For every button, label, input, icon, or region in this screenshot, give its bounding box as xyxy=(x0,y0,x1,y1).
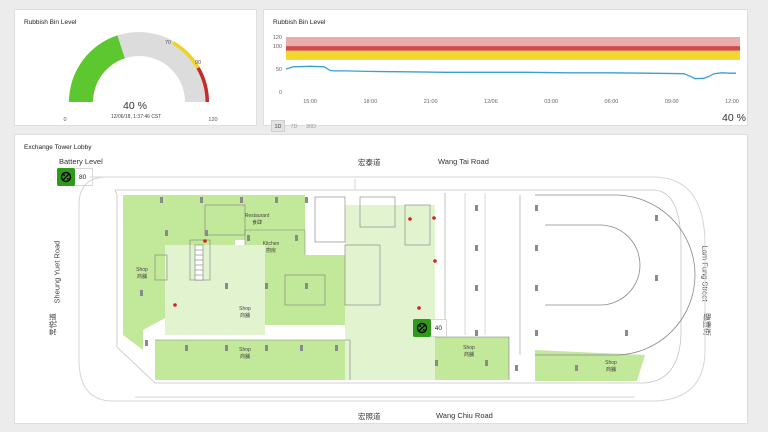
sensor-dot xyxy=(408,217,412,221)
gauge-fill xyxy=(69,35,125,102)
band-fade xyxy=(286,37,740,47)
sensor-dot xyxy=(173,303,177,307)
gauge-alarm-label: 90 xyxy=(195,60,201,66)
battery-value: 80 xyxy=(79,173,87,181)
floor-plan: Restaurant 食肆 Kitchen 廚房 Shop 商舖 Shop 商舖… xyxy=(78,176,706,402)
x-tick-label: 21:00 xyxy=(424,99,438,105)
sensor-dot xyxy=(417,306,421,310)
x-tick-label: 03:00 xyxy=(544,99,558,105)
bin-sensor-badge[interactable]: 40 xyxy=(413,318,447,337)
trend-panel: Rubbish Bin Level 120 100 50 0 15:00 18:00 21:… xyxy=(263,9,748,132)
gauge-timestamp: 12/06/18, 1:37:46 CST xyxy=(111,114,162,120)
zone-south-strip xyxy=(155,340,350,380)
x-tick-label: 18:00 xyxy=(363,99,377,105)
rotunda xyxy=(535,194,696,356)
gauge-panel-title: Rubbish Bin Level xyxy=(24,19,77,26)
bin-sensor-icon xyxy=(413,318,431,337)
room-label-shop-se: Shop xyxy=(463,345,475,351)
road-north-cn: 宏泰道 xyxy=(358,158,381,167)
zone-lobby xyxy=(165,245,265,335)
room-label-shop-mid-cn: 商舖 xyxy=(240,312,250,319)
room-label-shop-mid: Shop xyxy=(239,306,251,312)
gauge-max-label: 120 xyxy=(208,117,217,123)
battery-badge[interactable]: 80 xyxy=(57,167,93,186)
zone-shop-se xyxy=(435,337,509,380)
range-button-7d[interactable]: 7D xyxy=(290,124,298,130)
x-tick-label: 12:00 xyxy=(725,99,739,105)
x-tick-label: 15:00 xyxy=(303,99,317,105)
battery-sensor-icon xyxy=(57,167,75,186)
map-panel-title: Exchange Tower Lobby xyxy=(24,144,92,151)
zone-shop-east xyxy=(535,350,645,381)
x-tick-label: 06:00 xyxy=(605,99,619,105)
y-tick-label: 120 xyxy=(273,35,282,41)
gauge-warn-label: 70 xyxy=(165,40,171,46)
room-label-shop-west-cn: 商舖 xyxy=(137,273,147,280)
range-button-1d[interactable]: 1D xyxy=(271,120,285,132)
room-label-shop-east-cn: 商舖 xyxy=(606,366,616,373)
gauge-warn-band xyxy=(172,41,200,69)
room-label-restaurant: Restaurant xyxy=(245,213,270,219)
sensor-dot xyxy=(203,239,207,243)
y-tick-label: 50 xyxy=(276,67,282,73)
battery-level-label: Battery Level xyxy=(59,157,103,166)
gauge-alarm-band xyxy=(196,67,209,102)
road-north-en: Wang Tai Road xyxy=(438,157,489,166)
road-south-en: Wang Chiu Road xyxy=(436,411,493,420)
sensor-dot xyxy=(432,216,436,220)
zone-corridor xyxy=(345,205,435,380)
zone-west-shop xyxy=(123,195,143,350)
trend-current-value: 40 % xyxy=(722,112,746,124)
building-outline xyxy=(114,189,682,384)
gauge-min-label: 0 xyxy=(63,117,66,123)
room-label-shop-west: Shop xyxy=(136,267,148,273)
range-button-30d[interactable]: 30D xyxy=(306,124,317,130)
room-label-shop-south: Shop xyxy=(239,347,251,353)
road-south-cn: 宏照道 xyxy=(358,412,381,421)
gauge-panel: Rubbish Bin Level 0 120 70 90 40 % 12/06… xyxy=(14,9,257,126)
x-tick-label: 09:00 xyxy=(665,99,679,105)
room-label-kitchen-cn: 廚房 xyxy=(266,247,276,254)
threshold-band xyxy=(286,50,740,60)
y-tick-label: 0 xyxy=(279,90,282,96)
series-line xyxy=(285,65,736,80)
room-label-shop-south-cn: 商舖 xyxy=(240,353,250,360)
x-tick-label: 12/06 xyxy=(484,99,498,105)
room-label-shop-se-cn: 商舖 xyxy=(464,351,474,358)
room-label-kitchen: Kitchen xyxy=(263,241,280,247)
room-label-restaurant-cn: 食肆 xyxy=(252,219,262,226)
y-tick-label: 100 xyxy=(273,44,282,50)
room-label-shop-east: Shop xyxy=(605,360,617,366)
trend-panel-title: Rubbish Bin Level xyxy=(273,19,326,26)
bin-sensor-value: 40 xyxy=(434,324,442,332)
gauge-value: 40 % xyxy=(123,100,147,112)
trend-chart: 120 100 50 0 15:00 18:00 21:00 12/06 03:00 06:00 0… xyxy=(273,35,740,105)
site-outline xyxy=(78,176,706,402)
level-gauge: 0 120 70 90 xyxy=(63,32,218,123)
map-panel: Exchange Tower Lobby Battery Level 80 宏泰… xyxy=(14,134,748,424)
sensor-dot xyxy=(433,259,437,263)
